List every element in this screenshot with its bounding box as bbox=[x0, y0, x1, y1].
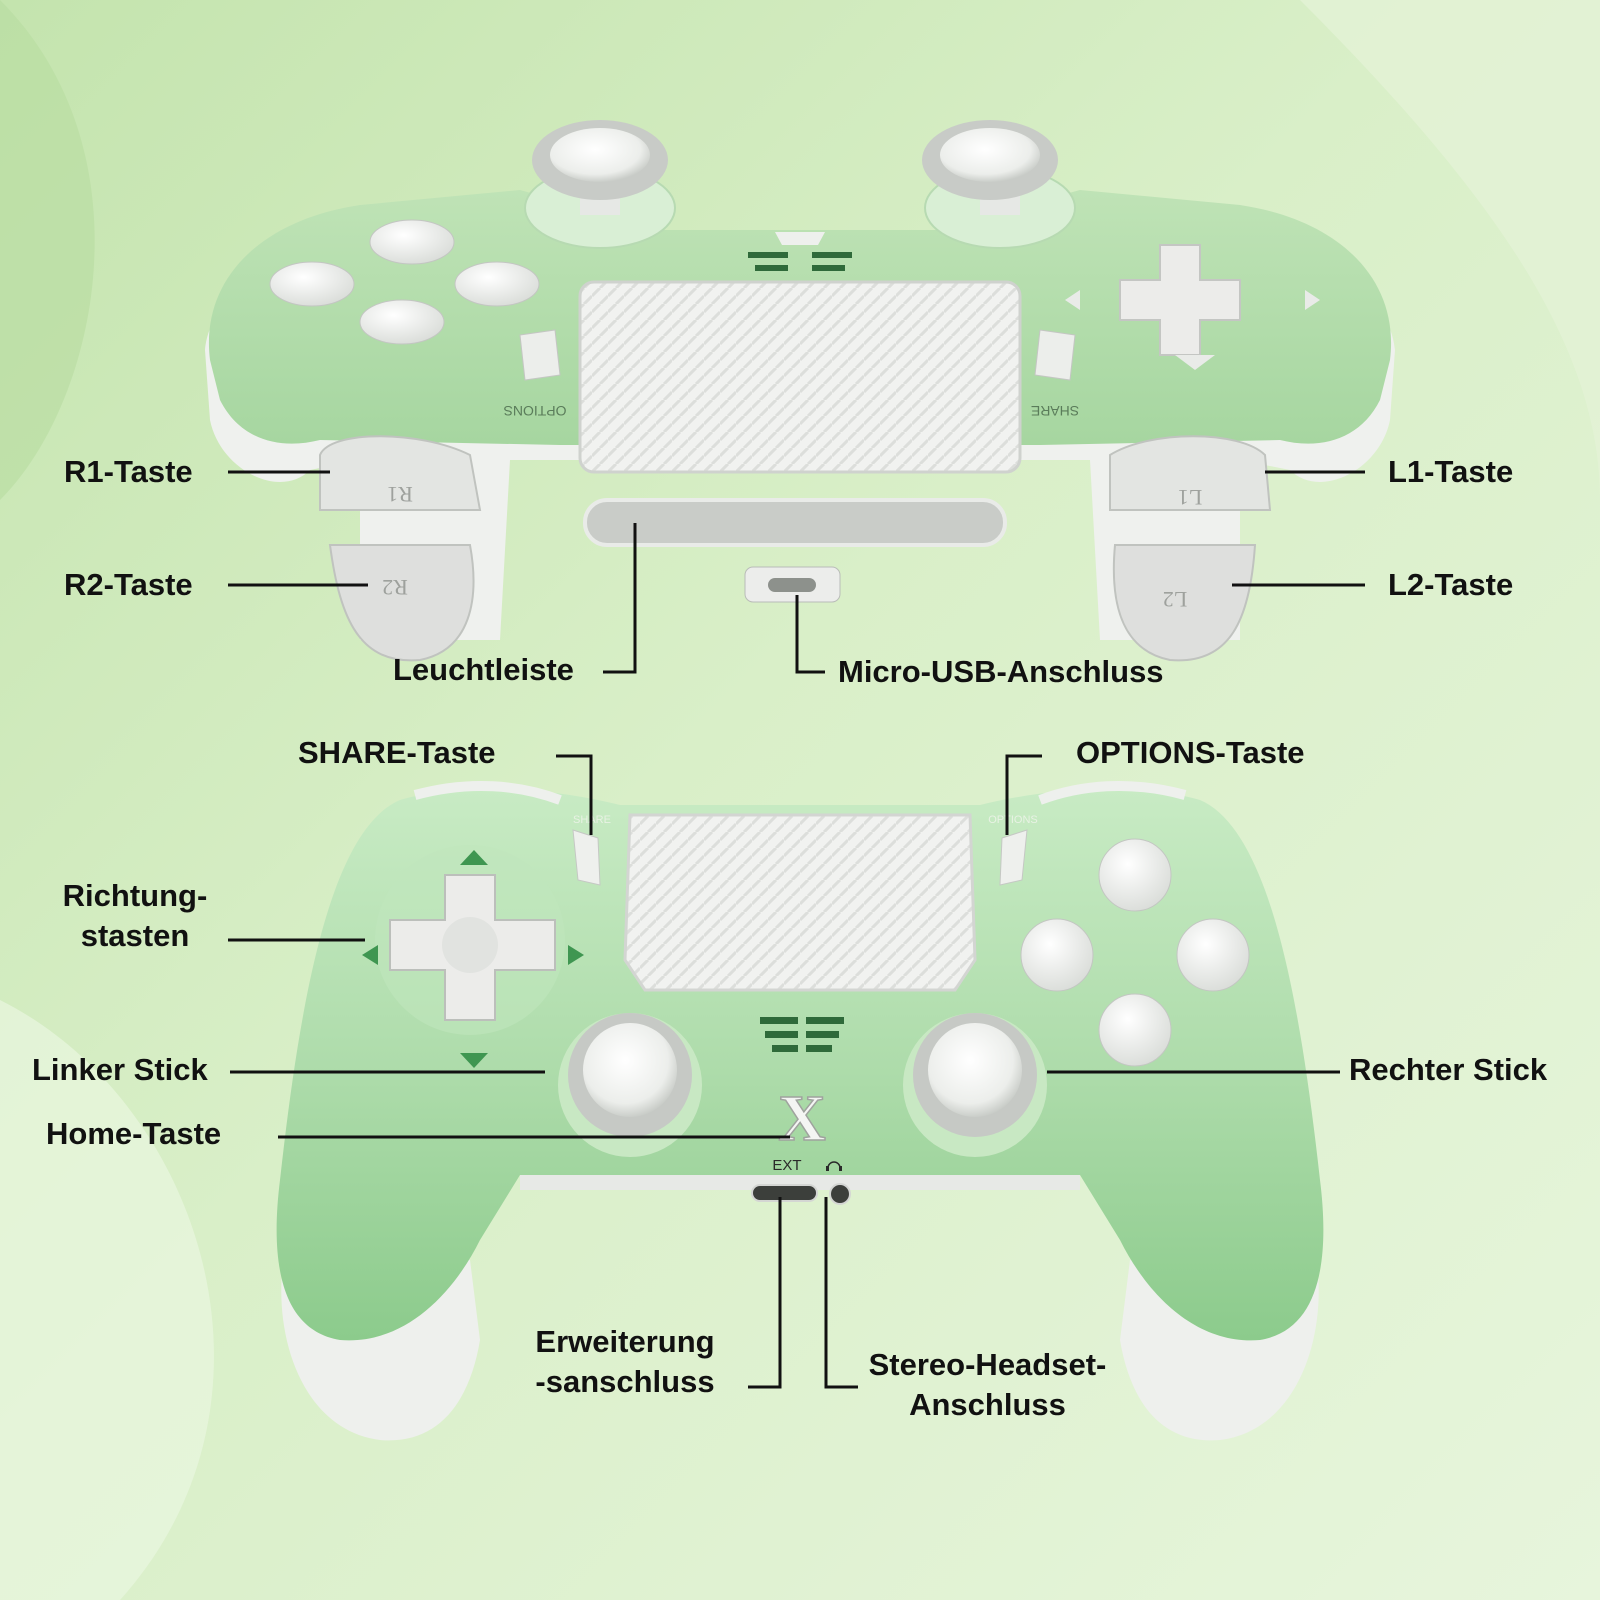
label-options-button: OPTIONS-Taste bbox=[1076, 735, 1305, 770]
label-l2-button: L2-Taste bbox=[1388, 567, 1514, 602]
label-r2-button: R2-Taste bbox=[64, 567, 193, 602]
label-right-stick: Rechter Stick bbox=[1349, 1052, 1548, 1087]
share-button-front bbox=[572, 829, 601, 886]
dpad-front bbox=[362, 845, 584, 1068]
share-button-top bbox=[1034, 329, 1076, 381]
label-extension-port-line2: -sanschluss bbox=[535, 1364, 715, 1399]
extension-port bbox=[751, 1184, 818, 1202]
label-direction-keys-line2: stasten bbox=[80, 918, 190, 953]
printed-ext: EXT bbox=[772, 1157, 801, 1174]
dpad-top bbox=[1065, 244, 1320, 370]
printed-options-top: OPTIONS bbox=[503, 403, 566, 419]
speaker-grille bbox=[760, 1017, 844, 1052]
home-button-logo: X bbox=[778, 1082, 826, 1155]
options-button-front bbox=[999, 829, 1028, 886]
right-stick-front bbox=[903, 1013, 1047, 1157]
triangle-arrow-icon bbox=[460, 850, 488, 865]
label-direction-keys: Richtung- stasten bbox=[40, 876, 230, 956]
light-bar bbox=[583, 498, 1007, 547]
label-micro-usb: Micro-USB-Anschluss bbox=[838, 654, 1164, 689]
l-triggers bbox=[1109, 435, 1272, 662]
left-stick-front bbox=[558, 1013, 702, 1157]
face-buttons-front bbox=[1020, 838, 1250, 1067]
micro-usb-port bbox=[744, 566, 841, 603]
label-l1-button: L1-Taste bbox=[1388, 454, 1514, 489]
right-stick-top bbox=[532, 120, 668, 215]
printed-r2: R2 bbox=[382, 575, 408, 600]
headset-port bbox=[829, 1183, 851, 1205]
label-headset-port-line1: Stereo-Headset- bbox=[868, 1347, 1107, 1382]
r-triggers bbox=[319, 435, 482, 662]
label-r1-button: R1-Taste bbox=[64, 454, 193, 489]
label-extension-port: Erweiterung -sanschluss bbox=[510, 1322, 740, 1402]
printed-share-top: SHARE bbox=[1031, 403, 1079, 419]
leader-lines bbox=[228, 470, 1365, 1389]
left-stick-top bbox=[922, 120, 1058, 215]
printed-l1: L1 bbox=[1178, 485, 1202, 510]
printed-r1: R1 bbox=[387, 482, 413, 507]
headphone-icon bbox=[826, 1161, 842, 1171]
label-extension-port-line1: Erweiterung bbox=[535, 1324, 715, 1359]
printed-options-front: OPTIONS bbox=[988, 814, 1038, 826]
touchpad-front bbox=[623, 813, 977, 992]
options-button-top bbox=[519, 329, 561, 381]
label-direction-keys-line1: Richtung- bbox=[62, 878, 208, 913]
top-view-controller: OPTIONS SHARE R1 R2 L1 L2 bbox=[205, 120, 1395, 662]
logo-top bbox=[748, 232, 852, 271]
top-shell-white bbox=[205, 283, 1395, 640]
printed-l2: L2 bbox=[1163, 587, 1187, 612]
face-buttons-top bbox=[269, 219, 540, 345]
label-home-button: Home-Taste bbox=[46, 1116, 222, 1151]
label-left-stick: Linker Stick bbox=[32, 1052, 208, 1087]
label-headset-port: Stereo-Headset- Anschluss bbox=[845, 1345, 1130, 1425]
label-light-bar: Leuchtleiste bbox=[393, 652, 574, 687]
touchpad-top bbox=[578, 280, 1022, 474]
label-headset-port-line2: Anschluss bbox=[909, 1387, 1066, 1422]
front-view-controller: SHARE OPTIONS bbox=[276, 780, 1324, 1441]
label-share-button: SHARE-Taste bbox=[298, 735, 496, 770]
